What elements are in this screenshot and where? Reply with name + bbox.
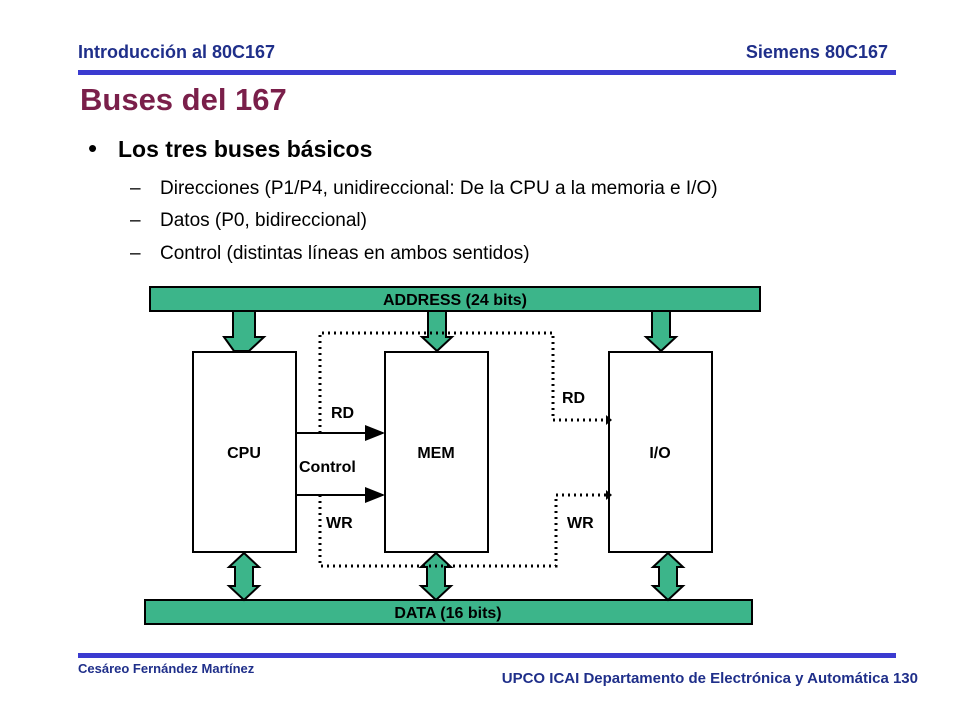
cpu-label: CPU xyxy=(227,445,261,462)
wr-dotted-path xyxy=(318,493,606,568)
cpu-address-arrow xyxy=(222,310,267,352)
subitem-text: Direcciones (P1/P4, unidireccional: De l… xyxy=(160,178,718,199)
subitem-control: –Control (distintas líneas en ambos sent… xyxy=(130,243,530,265)
slide-title: Buses del 167 xyxy=(80,82,287,117)
cpu-box xyxy=(192,351,297,553)
subitem-addresses: –Direcciones (P1/P4, unidireccional: De … xyxy=(130,178,718,200)
header-course-title: Introducción al 80C167 xyxy=(78,42,276,62)
mem-label: MEM xyxy=(417,445,454,462)
bottom-rule xyxy=(78,653,896,658)
cpu-data-arrow xyxy=(226,551,262,602)
io-address-arrow xyxy=(643,310,679,353)
wr-label-right: WR xyxy=(567,515,594,532)
address-bus-label: ADDRESS (24 bits) xyxy=(383,292,527,309)
subitem-data: –Datos (P0, bidireccional) xyxy=(130,210,367,232)
address-bus xyxy=(149,286,761,312)
footer-institution: UPCO ICAI Departamento de Electrónica y … xyxy=(501,670,918,687)
top-rule xyxy=(78,70,896,75)
bullet-icon: • xyxy=(88,133,98,163)
bullet-main: Los tres buses básicos xyxy=(118,136,373,162)
mem-address-arrow xyxy=(419,310,455,353)
subitem-text: Datos (P0, bidireccional) xyxy=(160,210,367,231)
dash-icon: – xyxy=(130,178,141,199)
dash-icon: – xyxy=(130,210,141,231)
wr-io-arrowhead xyxy=(606,490,612,500)
wr-label-left: WR xyxy=(326,515,353,532)
mem-box xyxy=(384,351,489,553)
data-bus-label: DATA (16 bits) xyxy=(394,605,501,622)
rd-label-right: RD xyxy=(562,390,585,407)
control-label: Control xyxy=(299,459,356,476)
rd-label-left: RD xyxy=(331,405,354,422)
dash-icon: – xyxy=(130,243,141,264)
io-data-arrow xyxy=(650,551,686,602)
io-box xyxy=(608,351,713,553)
io-label: I/O xyxy=(649,445,670,462)
data-bus xyxy=(144,599,753,625)
mem-data-arrow xyxy=(418,551,454,602)
rd-io-arrowhead xyxy=(606,415,612,425)
footer-author: Cesáreo Fernández Martínez xyxy=(78,661,255,676)
subitem-text: Control (distintas líneas en ambos senti… xyxy=(160,243,530,264)
rd-dotted-path xyxy=(318,331,606,433)
header-product: Siemens 80C167 xyxy=(745,42,888,62)
